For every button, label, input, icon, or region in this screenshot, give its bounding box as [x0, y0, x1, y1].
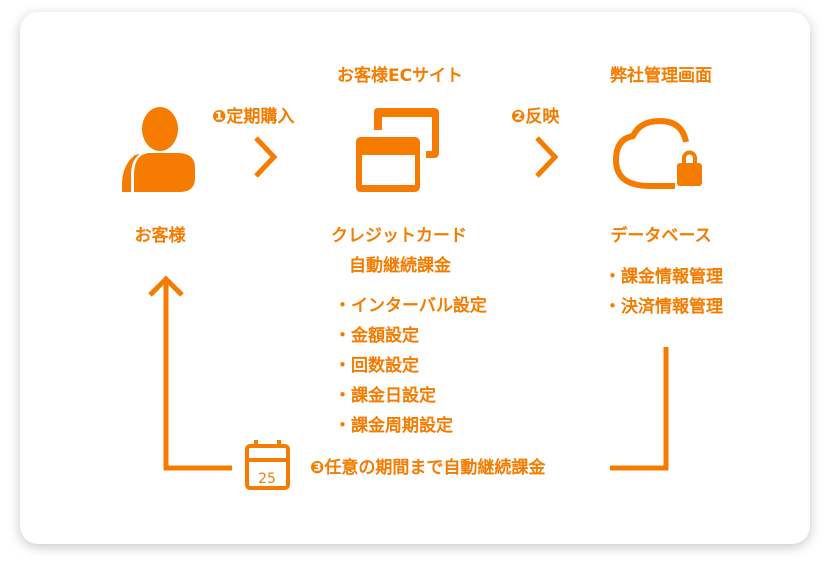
cloud-icon: [612, 117, 689, 189]
database-line: [610, 347, 669, 471]
return-arrow-head-icon: [148, 275, 184, 297]
list-item: ・金額設定: [334, 326, 419, 346]
list-item: ・課金日設定: [334, 386, 436, 406]
calendar-day: 25: [258, 471, 276, 487]
header-admin: 弊社管理画面: [610, 66, 712, 86]
list-item: ・課金周期設定: [334, 416, 453, 436]
person-icon: [122, 107, 195, 192]
return-arrow-line: [163, 283, 232, 471]
credit-sublabel: 自動継続課金: [349, 256, 451, 276]
list-item: ・課金情報管理: [604, 267, 723, 287]
database-label: データベース: [610, 226, 712, 246]
cards-icon: [356, 108, 439, 192]
calendar-icon: [245, 440, 290, 490]
credit-label: クレジットカード: [331, 226, 467, 246]
list-item: ・回数設定: [334, 356, 419, 376]
list-item: ・決済情報管理: [604, 297, 723, 317]
header-ec-site: お客様ECサイト: [336, 66, 464, 86]
customer-label: お客様: [134, 226, 186, 246]
list-item: ・インターバル設定: [334, 296, 487, 316]
chevron-right-icon: [254, 136, 278, 178]
chevron-right-icon: [535, 136, 559, 178]
step3-label: ❸任意の期間まで自動継続課金: [310, 458, 546, 478]
diagram-card: [20, 12, 810, 544]
step1-label: ❶定期購入: [212, 107, 295, 127]
lock-icon: [677, 150, 702, 186]
step2-label: ❷反映: [511, 107, 560, 127]
